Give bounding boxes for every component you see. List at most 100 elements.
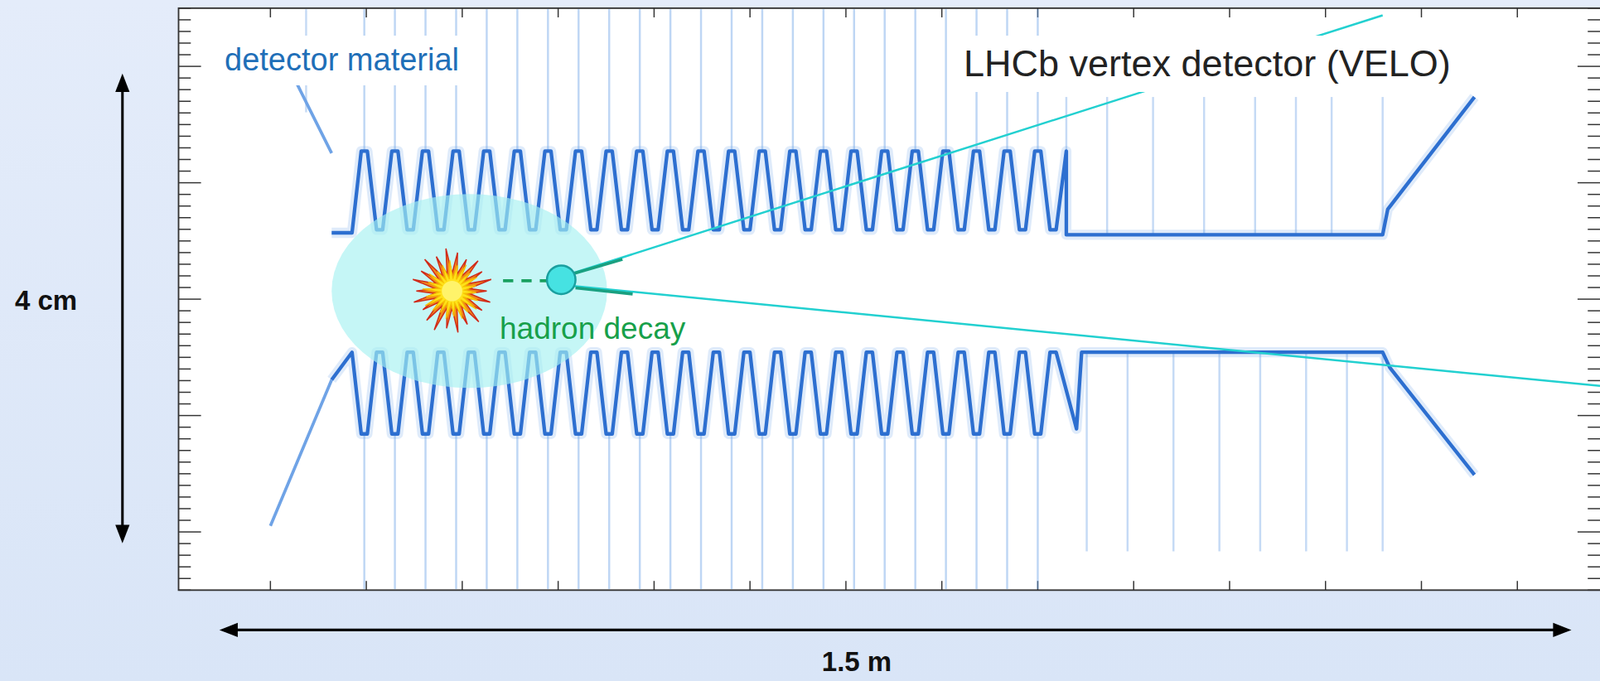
tick-mark: [557, 8, 559, 18]
tick-mark: [1587, 484, 1600, 486]
tick-mark: [749, 8, 750, 18]
sensor-foil: [516, 9, 518, 151]
tick-mark: [270, 8, 271, 18]
tick-mark: [461, 8, 463, 18]
tick-mark: [1587, 565, 1600, 567]
tick-mark: [1587, 589, 1600, 591]
sensor-foil: [975, 434, 977, 590]
flight-path: [502, 279, 547, 283]
sensor-foil: [1295, 96, 1297, 235]
tick-mark: [1587, 112, 1600, 114]
tick-mark: [365, 8, 367, 18]
decay-vertex: [546, 265, 576, 295]
tick-mark: [178, 77, 192, 78]
track-line: [571, 285, 1600, 387]
tick-mark: [178, 415, 202, 416]
sensor-foil: [853, 434, 856, 590]
axis-ticks: [178, 8, 1600, 590]
sensor-foil: [1203, 96, 1205, 235]
tick-mark: [1587, 193, 1600, 195]
tick-mark: [178, 426, 192, 428]
tick-mark: [1587, 519, 1600, 521]
tick-mark: [1587, 438, 1600, 440]
sensor-foil: [700, 9, 702, 151]
sensor-foil: [944, 9, 947, 151]
tick-mark: [178, 263, 192, 265]
tick-mark: [178, 345, 192, 347]
sensor-foil: [393, 434, 396, 590]
tick-mark: [653, 8, 655, 18]
sensor-foil: [792, 434, 794, 590]
tick-mark: [1587, 368, 1600, 370]
sensor-foil: [730, 434, 733, 590]
tick-mark: [178, 309, 192, 311]
arrow-head: [115, 73, 130, 92]
tick-mark: [178, 205, 192, 207]
tick-mark: [178, 88, 192, 90]
tick-mark: [178, 438, 192, 440]
sensor-foil: [669, 9, 672, 151]
sensor-foil: [730, 9, 733, 151]
tick-mark: [1587, 30, 1600, 32]
sensor-foil: [822, 434, 825, 590]
tick-mark: [1577, 65, 1600, 67]
tick-mark: [178, 147, 192, 149]
tick-mark: [178, 228, 192, 230]
collision-star: [412, 248, 492, 333]
sensor-foil: [944, 434, 947, 590]
tick-mark: [1587, 286, 1600, 288]
tick-mark: [1587, 42, 1600, 44]
sensor-foil: [1345, 352, 1348, 552]
tick-mark: [1587, 77, 1600, 78]
tick-mark: [1587, 473, 1600, 474]
sensor-foil: [1106, 96, 1108, 235]
tick-mark: [178, 30, 192, 32]
sensor-foil: [822, 9, 825, 151]
sensor-foil: [913, 434, 916, 590]
track-stub: [573, 259, 623, 274]
tick-mark: [178, 101, 192, 102]
tick-mark: [1587, 578, 1600, 580]
tick-mark: [178, 380, 192, 382]
sensor-foil: [1254, 96, 1257, 235]
tick-mark: [557, 580, 559, 590]
sensor-foil: [1259, 352, 1262, 552]
tick-mark: [1587, 124, 1600, 126]
tick-mark: [178, 496, 192, 498]
dimension-line: [120, 87, 124, 529]
tick-mark: [178, 321, 192, 323]
tick-mark: [1587, 101, 1600, 102]
tick-mark: [1517, 580, 1518, 590]
tick-mark: [845, 580, 846, 590]
tick-mark: [178, 275, 192, 276]
tick-mark: [178, 531, 202, 532]
star-inner: [422, 260, 479, 320]
support-edge: [295, 82, 332, 154]
track-stub: [575, 288, 634, 295]
dimension-label: 1.5 m: [821, 646, 892, 678]
sensor-foil: [853, 9, 856, 151]
tick-mark: [178, 473, 192, 474]
tick-mark: [749, 580, 750, 590]
sensor-foil: [516, 434, 518, 590]
tick-mark: [845, 8, 846, 18]
sensor-foil: [362, 434, 365, 590]
detector-title: LHCb vertex detector (VELO): [953, 35, 1461, 92]
dimension-line: [233, 628, 1557, 632]
tick-mark: [178, 357, 192, 358]
sensor-foil: [700, 434, 702, 590]
tick-mark: [1587, 426, 1600, 428]
tick-mark: [178, 217, 192, 218]
tick-mark: [1587, 147, 1600, 149]
tick-mark: [178, 286, 192, 288]
sensor-foil: [485, 9, 488, 151]
sensor-foil: [1036, 434, 1039, 590]
star-outer: [412, 248, 492, 333]
tick-mark: [1587, 321, 1600, 323]
tick-mark: [1421, 8, 1422, 18]
tick-mark: [1587, 251, 1600, 253]
tick-mark: [1577, 298, 1600, 300]
tick-mark: [1587, 217, 1600, 218]
sensor-foil: [1330, 96, 1333, 235]
tick-mark: [178, 589, 192, 591]
